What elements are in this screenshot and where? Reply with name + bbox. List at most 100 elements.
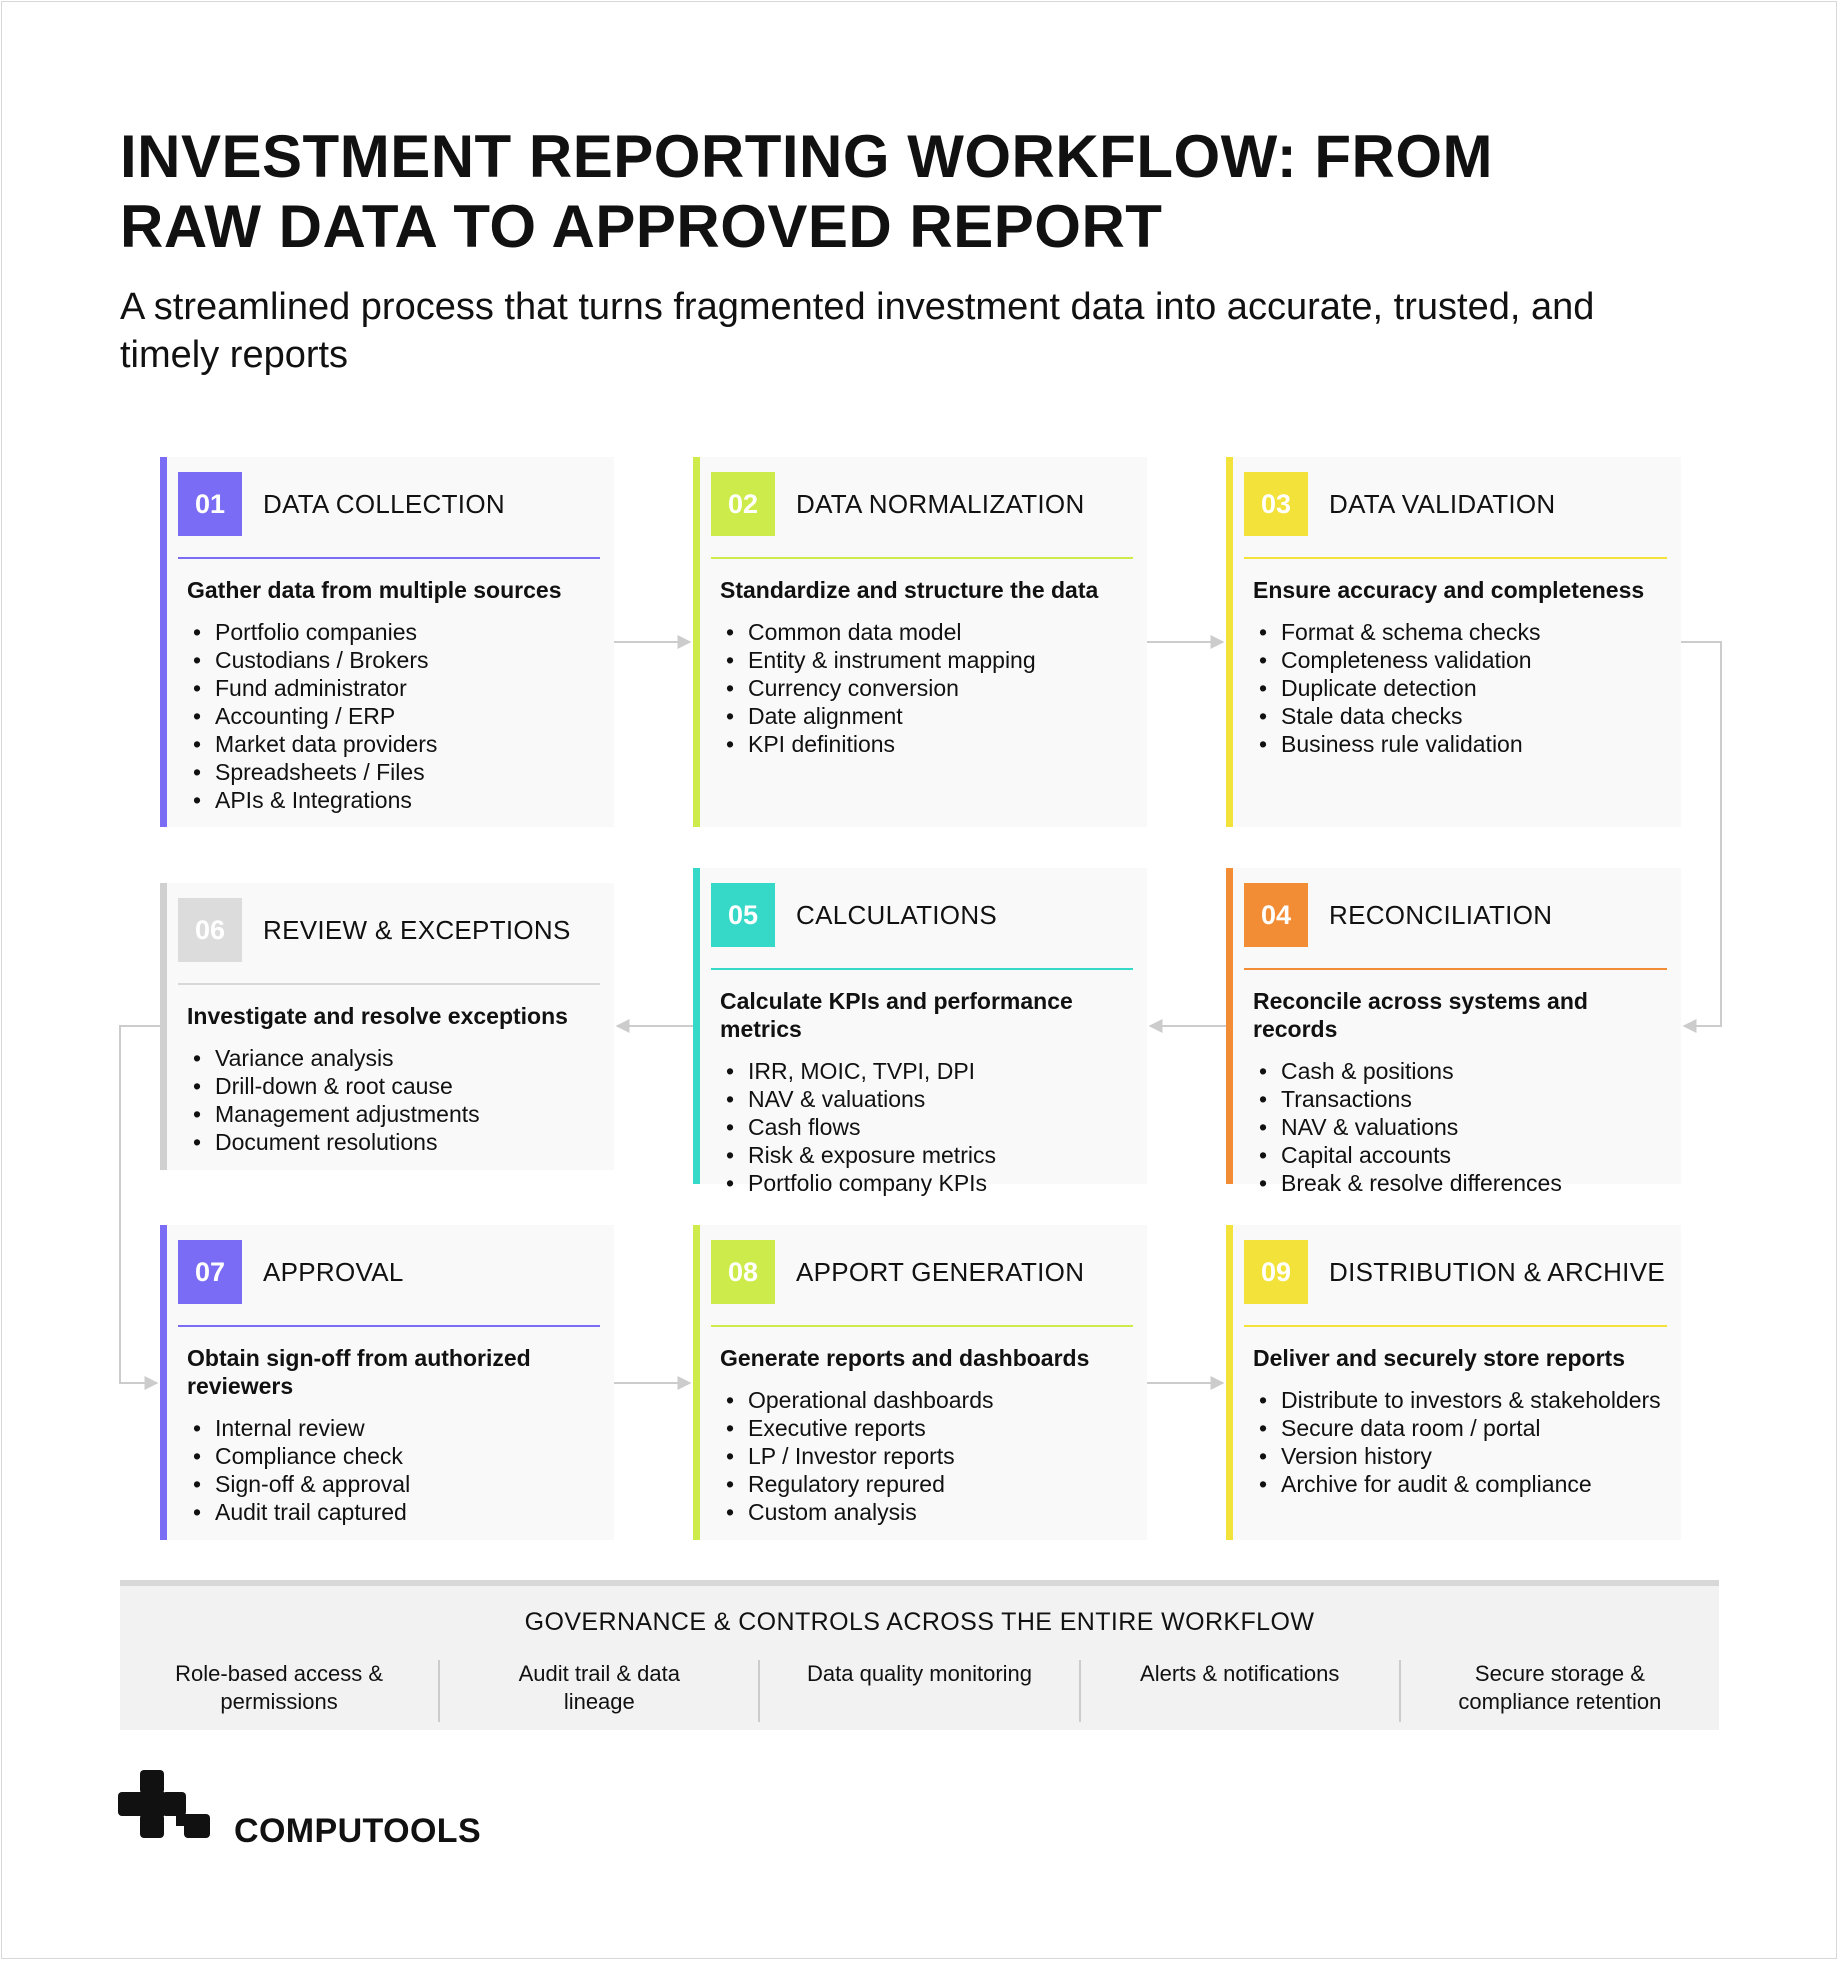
bullet-icon: • (1259, 1086, 1268, 1112)
step-header: 01 DATA COLLECTION (178, 469, 600, 539)
step-accent-bar (160, 457, 167, 827)
step-accent-bar (693, 868, 700, 1184)
governance-item: Secure storage & compliance retention (1398, 1660, 1719, 1722)
step-list-item: •Archive for audit & compliance (1259, 1471, 1592, 1497)
step-list-item: •Completeness validation (1259, 647, 1532, 673)
bullet-icon: • (726, 1387, 735, 1413)
step-accent-bar (1226, 1225, 1233, 1540)
step-accent-bar (1226, 868, 1233, 1184)
step-item-list: •Portfolio companies•Custodians / Broker… (187, 618, 600, 814)
step-list-item: •Audit trail captured (193, 1499, 407, 1525)
step-list-item: •Executive reports (726, 1415, 926, 1441)
step-divider (1244, 1325, 1667, 1327)
step-lead: Ensure accuracy and completeness (1253, 577, 1645, 603)
step-list-item: •Version history (1259, 1443, 1432, 1469)
step-list-item: •Entity & instrument mapping (726, 647, 1036, 673)
bullet-icon: • (726, 647, 735, 673)
step-lead: Generate reports and dashboards (720, 1345, 1090, 1371)
step-number-badge: 03 (1244, 472, 1308, 536)
step-list-item: •Custodians / Brokers (193, 647, 429, 673)
step-list-item: •Capital accounts (1259, 1142, 1452, 1168)
step-lead: Investigate and resolve exceptions (187, 1003, 568, 1029)
step-title: DATA COLLECTION (263, 488, 505, 519)
arrow-06-to-07 (119, 1025, 160, 1390)
step-lead: Gather data from multiple sources (187, 577, 562, 603)
step-card-01: 01 DATA COLLECTION Gather data from multip… (160, 457, 614, 827)
bullet-icon: • (1259, 1114, 1268, 1140)
step-list-item: •Stale data checks (1259, 703, 1463, 729)
bullet-icon: • (193, 1045, 202, 1071)
step-list-item: •Fund administrator (193, 675, 407, 701)
step-lead: Standardize and structure the data (720, 577, 1099, 603)
bullet-icon: • (1259, 619, 1268, 645)
bullet-icon: • (726, 1058, 735, 1084)
step-lead: Obtain sign-off from authorized reviewer… (187, 1345, 531, 1399)
step-item-list: •Cash & positions•Transactions•NAV & val… (1253, 1057, 1667, 1197)
bullet-icon: • (1259, 675, 1268, 701)
step-number-badge: 01 (178, 472, 242, 536)
step-lead: Deliver and securely store reports (1253, 1345, 1625, 1371)
bullet-icon: • (193, 1101, 202, 1127)
step-list-item: •Break & resolve differences (1259, 1170, 1562, 1196)
bullet-icon: • (726, 731, 735, 757)
bullet-icon: • (1259, 1387, 1268, 1413)
bullet-icon: • (1259, 1058, 1268, 1084)
step-number-badge: 08 (711, 1240, 775, 1304)
step-divider (1244, 968, 1667, 970)
bullet-icon: • (193, 1129, 202, 1155)
step-item-list: •Common data model•Entity & instrument m… (720, 618, 1133, 758)
bullet-icon: • (726, 1086, 735, 1112)
bullet-icon: • (193, 1073, 202, 1099)
governance-item: Alerts & notifications (1078, 1660, 1399, 1722)
step-title: REVIEW & EXCEPTIONS (263, 914, 571, 945)
bullet-icon: • (1259, 1170, 1268, 1196)
step-list-item: •Spreadsheets / Files (193, 759, 425, 785)
step-header: 05 CALCULATIONS (711, 880, 1133, 950)
step-number-badge: 05 (711, 883, 775, 947)
step-title: DISTRIBUTION & ARCHIVE (1329, 1256, 1665, 1287)
step-list-item: •NAV & valuations (726, 1086, 926, 1112)
step-accent-bar (160, 883, 167, 1170)
bullet-icon: • (726, 1114, 735, 1140)
step-list-item: •Transactions (1259, 1086, 1412, 1112)
step-list-item: •Internal review (193, 1415, 365, 1441)
step-number-badge: 04 (1244, 883, 1308, 947)
page-subtitle: A streamlined process that turns fragmen… (120, 286, 1595, 376)
step-list-item: •Regulatory repured (726, 1471, 945, 1497)
bullet-icon: • (726, 1443, 735, 1469)
bullet-icon: • (193, 731, 202, 757)
step-item-list: •Operational dashboards•Executive report… (720, 1386, 1133, 1526)
step-header: 04 RECONCILIATION (1244, 880, 1667, 950)
step-item-list: •Variance analysis•Drill-down & root cau… (187, 1044, 600, 1156)
bullet-icon: • (1259, 703, 1268, 729)
bullet-icon: • (1259, 647, 1268, 673)
computools-logo-icon (118, 1770, 210, 1838)
bullet-icon: • (1259, 731, 1268, 757)
step-list-item: •LP / Investor reports (726, 1443, 955, 1469)
step-lead: Reconcile across systems and records (1253, 988, 1588, 1042)
step-item-list: •Internal review•Compliance check•Sign-o… (187, 1414, 600, 1526)
step-title: CALCULATIONS (796, 899, 998, 930)
step-list-item: •Portfolio company KPIs (726, 1170, 988, 1196)
step-accent-bar (693, 457, 700, 827)
bullet-icon: • (726, 1170, 735, 1196)
step-list-item: •Distribute to investors & stakeholders (1259, 1387, 1661, 1413)
step-title: DATA NORMALIZATION (796, 488, 1085, 519)
step-title: RECONCILIATION (1329, 899, 1553, 930)
step-list-item: •Duplicate detection (1259, 675, 1477, 701)
bullet-icon: • (193, 1499, 202, 1525)
step-card-04: 04 RECONCILIATION Reconcile across systems… (1226, 868, 1681, 1196)
step-list-item: •Document resolutions (193, 1129, 438, 1155)
step-title: APPROVAL (263, 1256, 404, 1287)
bullet-icon: • (726, 1471, 735, 1497)
bullet-icon: • (726, 1142, 735, 1168)
governance-item: Role-based access & permissions (175, 1661, 384, 1714)
step-accent-bar (160, 1225, 167, 1540)
